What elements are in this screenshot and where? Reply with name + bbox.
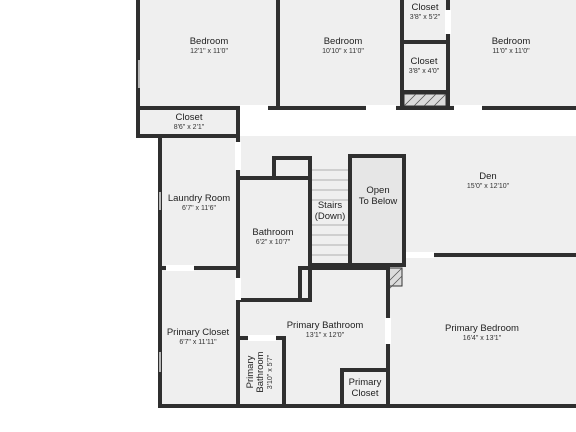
windows [138,60,161,372]
den-name: Den [479,171,496,182]
primary-bathroom-small-label: Primary Bathroom 3'10" x 5'7" [245,351,274,392]
closet-hall-name: Closet [176,112,203,123]
primary-bathroom-dims: 13'1" x 12'0" [306,332,345,339]
closet-hall-dims: 8'6" x 2'1" [174,124,205,131]
bedroom-left-name: Bedroom [190,36,229,47]
primary-closet-small-line2: Closet [352,388,379,399]
bedroom-right-name: Bedroom [492,36,531,47]
bathroom-dims: 6'2" x 10'7" [256,239,291,246]
closet-mid-dims: 3'8" x 4'0" [409,68,440,75]
bathroom-name: Bathroom [252,227,293,238]
primary-bathroom-small-line1: Primary [245,355,256,388]
open-below-line2: To Below [359,196,398,207]
room-fills [140,0,576,406]
hatched-chase-top [403,93,447,107]
closet-mid-name: Closet [411,56,438,67]
stair-treads [312,169,352,256]
closet-top-name: Closet [412,2,439,13]
closet-top-dims: 3'8" x 5'2" [410,14,441,21]
primary-bedroom-dims: 16'4" x 13'1" [463,335,502,342]
door-openings [166,10,482,344]
laundry-room-dims: 6'7" x 11'6" [182,205,216,212]
walls [136,0,576,408]
primary-bathroom-name: Primary Bathroom [287,320,364,331]
laundry-room-name: Laundry Room [168,193,230,204]
bedroom-center-name: Bedroom [324,36,363,47]
den-dims: 15'0" x 12'10" [467,183,510,190]
primary-bathroom-small-dims: 3'10" x 5'7" [267,354,274,389]
primary-closet-small-line1: Primary [349,377,382,388]
bedroom-center-dims: 10'10" x 11'0" [322,48,364,55]
bedroom-left-dims: 12'1" x 11'0" [190,48,228,55]
stairs-label-line1: Stairs [318,200,343,211]
primary-bathroom-small-line2: Bathroom [255,351,266,392]
primary-closet-dims: 6'7" x 11'11" [179,339,217,346]
room-labels: Bedroom 12'1" x 11'0" Bedroom 10'10" x 1… [167,2,531,399]
primary-bedroom-name: Primary Bedroom [445,323,519,334]
bedroom-right-dims: 11'0" x 11'0" [492,48,530,55]
primary-closet-name: Primary Closet [167,327,230,338]
open-below-line1: Open [366,185,389,196]
stairs-label-line2: (Down) [315,211,346,222]
